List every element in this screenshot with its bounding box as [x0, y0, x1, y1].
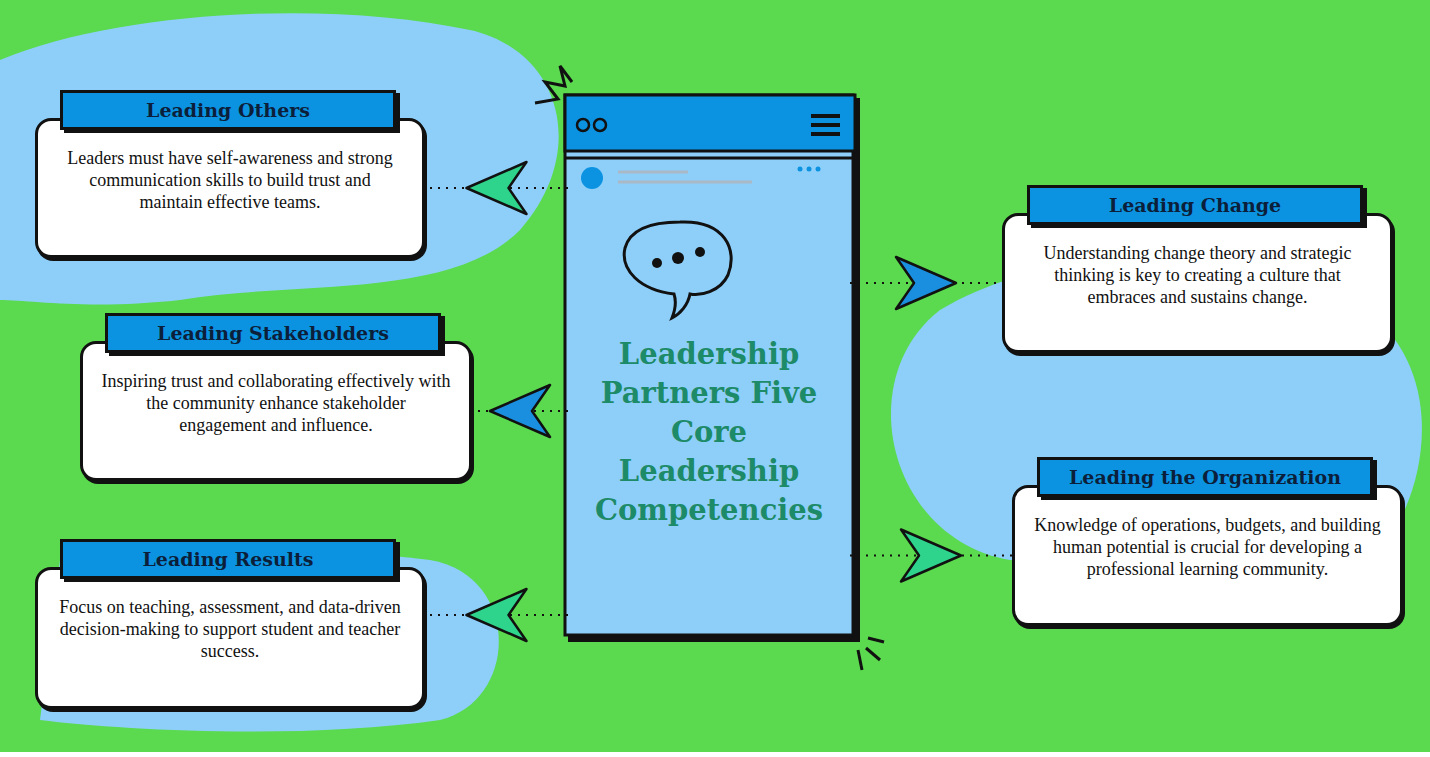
card-body: Understanding change theory and strategi… — [1002, 213, 1393, 353]
arrow-head — [467, 162, 527, 214]
card-heading: Leading Results — [60, 539, 396, 579]
cursor-arrow — [850, 257, 1002, 309]
card-heading: Leading the Organization — [1037, 457, 1373, 497]
arrow-head — [490, 385, 550, 437]
cursor-arrow — [425, 589, 568, 641]
arrow-head — [467, 589, 527, 641]
card-body: Inspiring trust and collaborating effect… — [80, 341, 472, 481]
cursor-arrow — [425, 162, 568, 214]
card-body: Leaders must have self-awareness and str… — [35, 118, 425, 258]
card-body: Focus on teaching, assessment, and data-… — [35, 567, 425, 709]
card-heading: Leading Change — [1027, 185, 1363, 225]
cursor-arrow — [850, 530, 1012, 582]
diagram-title: Leadership Partners Five Core Leadership… — [584, 335, 834, 530]
arrow-head — [901, 530, 961, 582]
card-body: Knowledge of operations, budgets, and bu… — [1012, 485, 1403, 626]
arrow-head — [896, 257, 956, 309]
competency-card: Leading ResultsFocus on teaching, assess… — [35, 539, 425, 709]
competency-card: Leading the OrganizationKnowledge of ope… — [1012, 457, 1403, 626]
competency-card: Leading StakeholdersInspiring trust and … — [80, 313, 472, 481]
card-heading: Leading Others — [60, 90, 396, 130]
competency-card: Leading OthersLeaders must have self-awa… — [35, 90, 425, 258]
cursor-arrow — [472, 385, 568, 437]
phone-screen: Leadership Partners Five Core Leadership… — [568, 160, 850, 635]
competency-card: Leading ChangeUnderstanding change theor… — [1002, 185, 1393, 353]
card-heading: Leading Stakeholders — [105, 313, 441, 353]
